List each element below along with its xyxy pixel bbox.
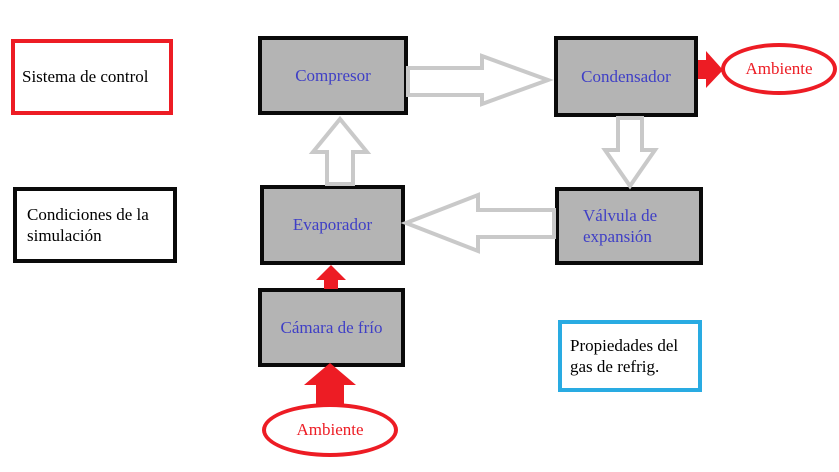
propiedades-gas-box: Propiedades del gas de refrig. <box>558 320 702 392</box>
arrow-condensador-to-ambiente-icon <box>698 51 723 88</box>
ambiente-bottom-ellipse: Ambiente <box>262 403 398 457</box>
arrow-compresor-to-condensador-icon <box>406 53 554 107</box>
evaporador-label: Evaporador <box>292 215 373 235</box>
camara-de-frio-label: Cámara de frío <box>280 317 383 337</box>
compresor-label: Compresor <box>295 65 371 85</box>
sistema-de-control-box: Sistema de control <box>11 39 173 115</box>
ambiente-right-ellipse: Ambiente <box>721 43 837 95</box>
compresor-block: Compresor <box>258 36 408 115</box>
condiciones-simulacion-box: Condiciones de la simulación <box>13 187 177 263</box>
ambiente-right-label: Ambiente <box>745 59 813 78</box>
arrow-condensador-to-valvula-icon <box>601 116 659 190</box>
valvula-expansion-block: Válvula de expansión <box>555 187 703 265</box>
condensador-block: Condensador <box>554 36 698 117</box>
camara-de-frio-block: Cámara de frío <box>258 288 405 367</box>
arrow-camara-to-evaporador-icon <box>316 265 346 289</box>
propiedades-gas-label: Propiedades del gas de refrig. <box>570 335 679 376</box>
condensador-label: Condensador <box>581 66 671 86</box>
arrow-evaporador-to-compresor-icon <box>308 115 372 186</box>
valvula-expansion-label: Válvula de expansión <box>583 205 658 246</box>
ambiente-bottom-label: Ambiente <box>296 420 364 439</box>
evaporador-block: Evaporador <box>260 185 405 265</box>
arrow-valvula-to-evaporador-icon <box>400 192 556 254</box>
arrow-ambiente-to-camara-icon <box>304 363 356 405</box>
sistema-de-control-label: Sistema de control <box>22 67 149 87</box>
condiciones-simulacion-label: Condiciones de la simulación <box>27 204 149 245</box>
